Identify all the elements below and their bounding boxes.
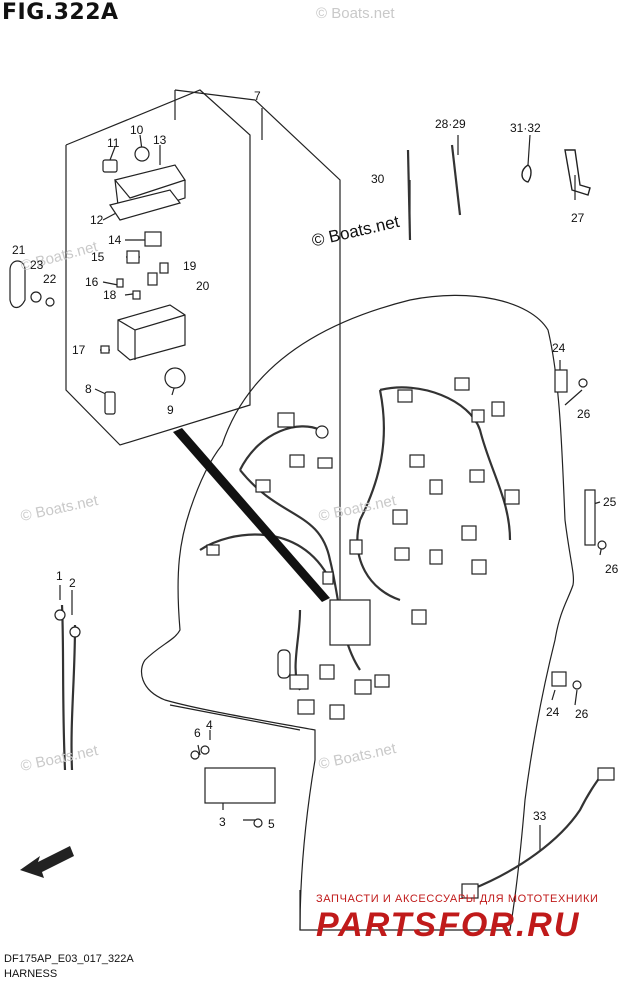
connector-17 bbox=[100, 345, 110, 354]
shop-logo-text: PARTSFOR.RU bbox=[316, 906, 580, 944]
wire-1 bbox=[60, 604, 67, 771]
pointer-arrow bbox=[173, 428, 330, 602]
figure-title: FIG.322A bbox=[2, 0, 119, 25]
callout-26-lower: 26 bbox=[575, 707, 589, 721]
callout-11: 11 bbox=[107, 136, 120, 150]
callout-16: 16 bbox=[85, 275, 99, 289]
callout-26-upper: 26 bbox=[577, 407, 591, 421]
callout-24-lower: 24 bbox=[546, 705, 560, 719]
bracket-24b bbox=[551, 671, 567, 687]
relay-14 bbox=[144, 231, 162, 247]
callout-25: 25 bbox=[603, 495, 617, 509]
washer-22 bbox=[45, 297, 55, 307]
callout-3: 3 bbox=[219, 815, 226, 829]
engine-cowling bbox=[141, 294, 575, 931]
seal-12 bbox=[109, 189, 182, 221]
junction-box bbox=[329, 599, 371, 646]
fuse-16 bbox=[116, 278, 124, 288]
main-harness bbox=[199, 386, 512, 691]
cap-11 bbox=[102, 159, 118, 173]
connector-8 bbox=[104, 391, 116, 415]
callout-27: 27 bbox=[571, 211, 585, 225]
callout-17: 17 bbox=[72, 343, 86, 357]
callout-33: 33 bbox=[533, 809, 547, 823]
callout-4: 4 bbox=[206, 718, 213, 732]
fuse-19 bbox=[159, 262, 169, 274]
grommet-10 bbox=[134, 146, 150, 162]
callout-30: 30 bbox=[371, 172, 385, 186]
callout-2: 2 bbox=[69, 576, 76, 590]
connector-33a bbox=[597, 767, 615, 781]
clamp-27 bbox=[564, 149, 591, 196]
callout-28-29: 28·29 bbox=[435, 117, 466, 131]
callout-23: 23 bbox=[30, 258, 44, 272]
relay-15 bbox=[126, 250, 140, 264]
bracket-25 bbox=[584, 489, 596, 546]
callout-26-mid: 26 bbox=[605, 562, 619, 576]
bracket-3 bbox=[204, 767, 276, 804]
callout-15: 15 bbox=[91, 250, 105, 264]
wire-2 bbox=[70, 624, 77, 771]
fuse-20 bbox=[147, 272, 158, 286]
bracket-7-frame bbox=[174, 89, 341, 600]
callout-14: 14 bbox=[108, 233, 122, 247]
wire-33 bbox=[469, 769, 606, 892]
callout-7: 7 bbox=[254, 89, 261, 103]
callout-10: 10 bbox=[130, 123, 144, 137]
fwd-arrow-icon bbox=[20, 846, 74, 878]
shop-logo: PARTSFOR.RU bbox=[316, 906, 580, 944]
callout-20: 20 bbox=[196, 279, 210, 293]
tie-30 bbox=[406, 149, 412, 241]
grommet-9 bbox=[164, 367, 186, 389]
callout-1: 1 bbox=[56, 569, 63, 583]
callout-21: 21 bbox=[12, 243, 26, 257]
callout-31-32: 31·32 bbox=[510, 121, 541, 135]
callout-24-upper: 24 bbox=[552, 341, 566, 355]
model-code: DF175AP_E03_017_322A bbox=[4, 953, 134, 965]
clamp-31-32 bbox=[521, 164, 532, 183]
callout-12: 12 bbox=[90, 213, 104, 227]
callout-19: 19 bbox=[183, 259, 197, 273]
connector-33b bbox=[461, 883, 479, 899]
callout-8: 8 bbox=[85, 382, 92, 396]
callout-5: 5 bbox=[268, 817, 275, 831]
bracket-24a bbox=[554, 369, 568, 393]
callout-6: 6 bbox=[194, 726, 201, 740]
shop-tagline: ЗАПЧАСТИ И АКСЕССУАРЫ ДЛЯ МОТОТЕХНИКИ bbox=[316, 893, 599, 905]
washer-23 bbox=[30, 291, 42, 303]
callout-22: 22 bbox=[43, 272, 57, 286]
fuse-18 bbox=[132, 290, 141, 300]
cap-21 bbox=[9, 260, 26, 309]
parts-box bbox=[65, 89, 251, 446]
callout-18: 18 bbox=[103, 288, 117, 302]
callout-13: 13 bbox=[153, 133, 167, 147]
tie-28 bbox=[450, 144, 462, 216]
callout-9: 9 bbox=[167, 403, 174, 417]
watermark-top: © Boats.net bbox=[316, 5, 395, 22]
fuse-box-body bbox=[117, 304, 186, 361]
section-name: HARNESS bbox=[4, 968, 58, 980]
